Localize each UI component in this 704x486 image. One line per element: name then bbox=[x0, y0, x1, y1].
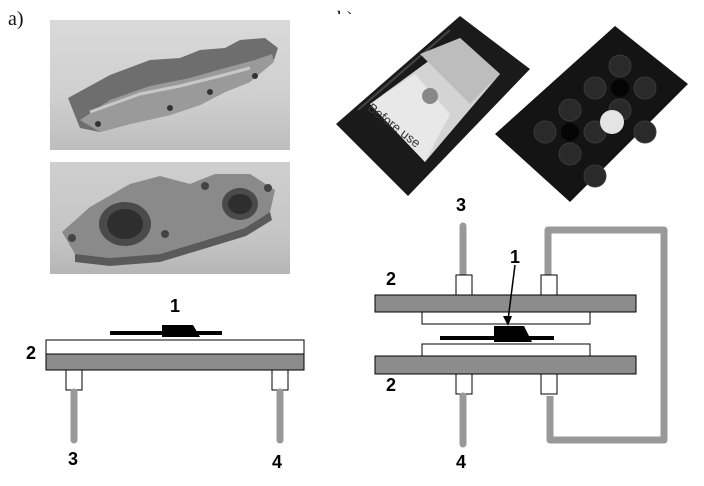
cooler-plate-b-top bbox=[374, 294, 637, 313]
label-b-1: 1 bbox=[510, 247, 521, 267]
label-b-4: 4 bbox=[456, 452, 467, 472]
label-a-1: 1 bbox=[170, 296, 181, 316]
label-b-1-arrowhead bbox=[503, 316, 512, 326]
cooler-plate-b-bottom bbox=[374, 355, 637, 375]
fitting-b-top-left bbox=[455, 274, 473, 296]
fitting-b-top-right bbox=[540, 274, 558, 296]
label-b-2-top: 2 bbox=[386, 269, 397, 289]
chip-a-body bbox=[162, 325, 200, 337]
heatsink-plate-b-bottom bbox=[421, 343, 591, 357]
label-a-3: 3 bbox=[68, 449, 79, 469]
photo-plates: Before use bbox=[330, 14, 692, 204]
label-b-1-arrow bbox=[507, 264, 516, 321]
photo-block-side-view bbox=[50, 20, 290, 150]
cooler-plate-a bbox=[45, 353, 305, 371]
fitting-b-bottom-right bbox=[540, 373, 558, 395]
block-ports-drawing bbox=[62, 174, 275, 266]
chip-b-body bbox=[494, 326, 532, 342]
panel-label-a: a) bbox=[8, 8, 24, 30]
label-b-3: 3 bbox=[456, 195, 467, 215]
block-side-drawing bbox=[68, 38, 278, 132]
label-a-4: 4 bbox=[272, 452, 283, 472]
plates-drawing bbox=[336, 16, 688, 202]
label-b-2-bottom: 2 bbox=[386, 375, 397, 395]
fitting-b-bottom-left bbox=[455, 373, 473, 395]
tube-b-loop bbox=[544, 226, 668, 444]
photo-block-ports-view bbox=[50, 162, 290, 274]
label-a-2: 2 bbox=[26, 343, 37, 363]
